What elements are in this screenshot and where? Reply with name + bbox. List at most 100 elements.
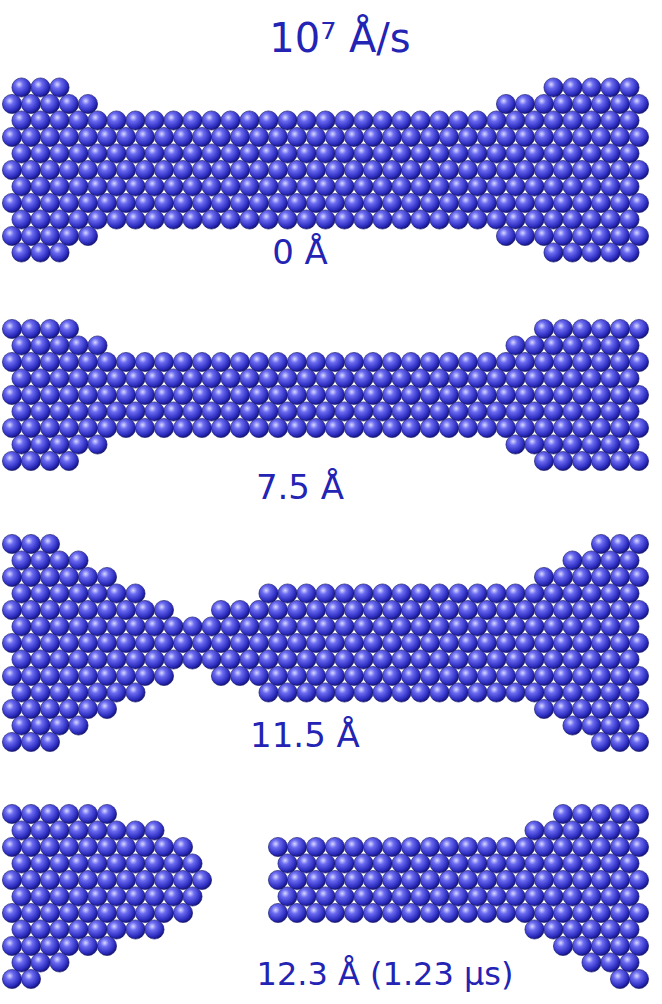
atom [468, 650, 487, 669]
atom [116, 870, 135, 889]
atom [468, 854, 487, 873]
atom [107, 887, 126, 906]
atom [145, 111, 164, 130]
atom [572, 451, 591, 470]
atom [534, 226, 553, 245]
atom [31, 336, 50, 355]
atom [582, 336, 601, 355]
atom [59, 352, 78, 371]
atom [192, 870, 211, 889]
atom [50, 402, 69, 421]
atom [449, 402, 468, 421]
atom [107, 402, 126, 421]
atom [50, 78, 69, 97]
atom [240, 617, 259, 636]
atom [458, 837, 477, 856]
atom [173, 160, 192, 179]
elongation-label: 11.5 Å [246, 717, 364, 754]
atom [12, 144, 31, 163]
atom [59, 936, 78, 955]
atom [21, 319, 40, 338]
atom [506, 111, 525, 130]
atom [382, 600, 401, 619]
atom [78, 352, 97, 371]
atom [534, 352, 553, 371]
atom [610, 600, 629, 619]
atom [287, 837, 306, 856]
atom [468, 369, 487, 388]
atom [12, 551, 31, 570]
strain-rate-title: 10⁷ Å/s [265, 16, 414, 60]
atom [259, 210, 278, 229]
atom [620, 177, 639, 196]
atom [316, 887, 335, 906]
atom [525, 617, 544, 636]
atom [59, 226, 78, 245]
atom [591, 94, 610, 113]
atom [59, 127, 78, 146]
atom [629, 418, 648, 437]
atom [449, 854, 468, 873]
atom [316, 210, 335, 229]
atom [230, 160, 249, 179]
atom [135, 193, 154, 212]
atom [496, 94, 515, 113]
atom [88, 821, 107, 840]
atom [31, 821, 50, 840]
atom [601, 111, 620, 130]
atom [563, 854, 582, 873]
atom [629, 385, 648, 404]
atom [439, 127, 458, 146]
atom [506, 402, 525, 421]
atom [59, 903, 78, 922]
atom [373, 887, 392, 906]
atom [449, 617, 468, 636]
atom [439, 903, 458, 922]
atom [553, 666, 572, 685]
atom [316, 584, 335, 603]
atom [506, 177, 525, 196]
atom [2, 732, 21, 751]
atom [487, 111, 506, 130]
atom [126, 650, 145, 669]
atom [306, 837, 325, 856]
atom [553, 94, 572, 113]
atom [40, 385, 59, 404]
atom [610, 160, 629, 179]
atom [59, 633, 78, 652]
atom [601, 78, 620, 97]
atom [40, 451, 59, 470]
atom [21, 226, 40, 245]
atom [335, 402, 354, 421]
atom [525, 369, 544, 388]
atom [69, 716, 88, 735]
atom [382, 633, 401, 652]
atom [563, 716, 582, 735]
atom [97, 837, 116, 856]
atom [12, 402, 31, 421]
atom [2, 418, 21, 437]
atom [78, 127, 97, 146]
atom [78, 94, 97, 113]
atom [211, 633, 230, 652]
atom [382, 666, 401, 685]
atom [325, 903, 344, 922]
atom [496, 127, 515, 146]
atom [40, 903, 59, 922]
atom [116, 903, 135, 922]
atom [268, 352, 287, 371]
atom [126, 369, 145, 388]
atom [496, 633, 515, 652]
atom [601, 617, 620, 636]
atom [183, 650, 202, 669]
atom [78, 804, 97, 823]
atom [515, 600, 534, 619]
atom [572, 385, 591, 404]
atom [116, 160, 135, 179]
atom [496, 352, 515, 371]
atom [544, 369, 563, 388]
atom [392, 584, 411, 603]
atom [12, 435, 31, 454]
atom [525, 920, 544, 939]
atom [544, 144, 563, 163]
